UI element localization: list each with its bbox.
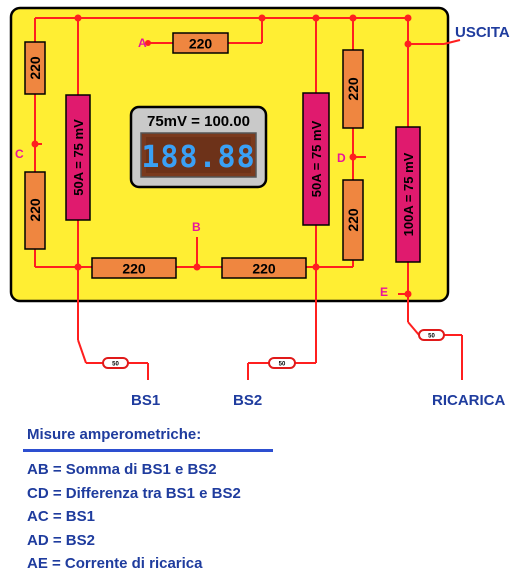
svg-text:50: 50: [112, 362, 119, 368]
meter-scale-label: 75mV = 100.00: [147, 113, 250, 130]
svg-text:220: 220: [189, 36, 213, 52]
svg-text:220: 220: [345, 77, 361, 101]
legend-underline: [23, 449, 273, 452]
fuse-bs1: 50: [102, 357, 129, 369]
svg-text:220: 220: [345, 208, 361, 232]
measurement-legend: Misure amperometriche: AB = Somma di BS1…: [23, 425, 287, 576]
terminal-uscita-label: USCITA: [455, 24, 510, 41]
terminal-ricarica-label: RICARICA: [432, 392, 505, 409]
legend-line-ad: AD = BS2: [27, 531, 95, 549]
resistor-a: 220: [172, 32, 229, 54]
resistor-d-bottom: 220: [342, 179, 364, 261]
svg-text:100A = 75 mV: 100A = 75 mV: [401, 152, 416, 236]
node-label-c: C: [15, 147, 24, 161]
resistor-c-bottom: 220: [24, 171, 46, 250]
svg-text:50: 50: [428, 334, 435, 340]
svg-text:220: 220: [122, 261, 146, 277]
terminal-bs1-label: BS1: [131, 392, 160, 409]
svg-text:50A = 75 mV: 50A = 75 mV: [71, 119, 86, 196]
svg-text:220: 220: [27, 56, 43, 80]
node-label-a: A: [138, 36, 147, 50]
legend-line-ac: AC = BS1: [27, 508, 95, 525]
node-label-d: D: [337, 151, 346, 165]
shunt-bs1: 50A = 75 mV: [65, 94, 91, 221]
node-label-e: E: [380, 285, 388, 299]
panel-meter: 75mV = 100.00 188.88: [129, 105, 268, 189]
svg-text:50: 50: [279, 362, 286, 368]
svg-text:220: 220: [252, 261, 276, 277]
node-label-b: B: [192, 220, 201, 234]
legend-line-ae: AE = Corrente di ricarica: [27, 555, 203, 572]
resistor-c-top: 220: [24, 41, 46, 95]
fuse-bs2: 50: [268, 357, 296, 369]
resistor-b-left: 220: [91, 257, 177, 279]
svg-text:220: 220: [27, 198, 43, 222]
legend-line-cd: CD = Differenza tra BS1 e BS2: [27, 484, 241, 502]
terminal-bs2-label: BS2: [233, 392, 262, 409]
shunt-ricarica: 100A = 75 mV: [395, 126, 421, 263]
fuse-ricarica: 50: [418, 329, 445, 341]
lcd-display: 188.88: [141, 140, 255, 175]
legend-line-ab: AB = Somma di BS1 e BS2: [27, 461, 217, 478]
shunt-bs2: 50A = 75 mV: [302, 92, 330, 226]
legend-title: Misure amperometriche:: [27, 426, 202, 443]
junction-dots: [31, 14, 412, 298]
resistor-b-right: 220: [221, 257, 307, 279]
resistor-d-top: 220: [342, 49, 364, 129]
svg-text:50A = 75 mV: 50A = 75 mV: [309, 120, 324, 197]
